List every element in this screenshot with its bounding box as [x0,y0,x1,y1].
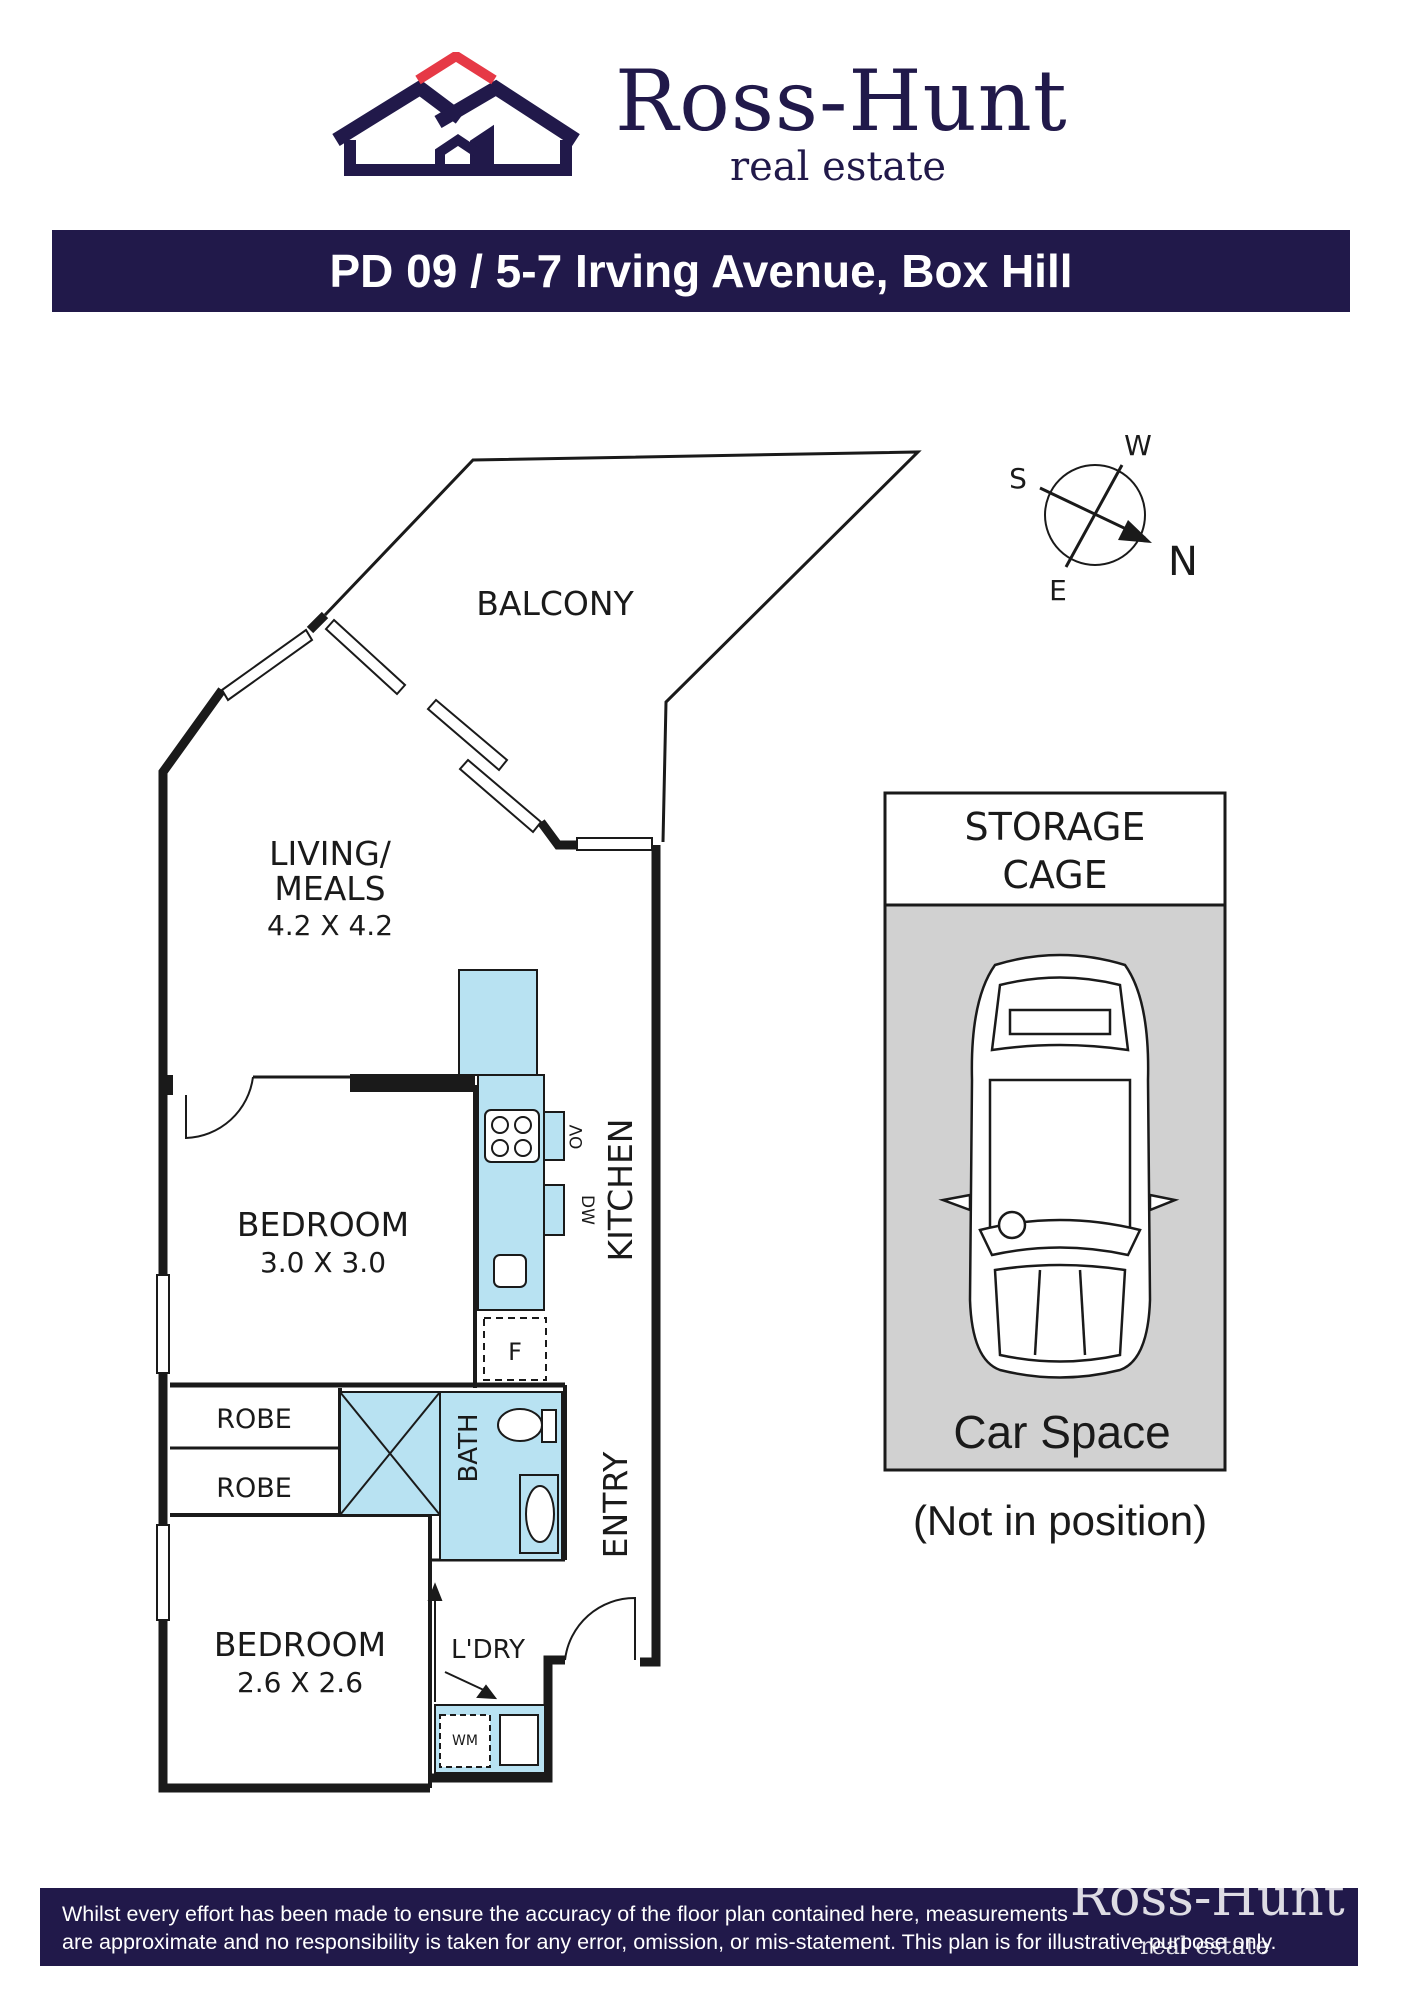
disclaimer-line1: Whilst every effort has been made to ens… [62,1902,1068,1926]
balcony-outline [323,450,922,843]
brand-name: Ross-Hunt [615,52,1068,150]
brand-tagline: real estate [730,144,947,190]
sink-icon [493,1254,527,1288]
compass-east: E [1049,574,1067,607]
compass-icon: N S E W [1009,429,1198,607]
laundry-fixtures [427,1582,546,1774]
cooktop-icon [484,1109,540,1163]
windows [156,628,653,1621]
not-in-position-note: (Not in position) [913,1497,1207,1544]
fridge-space [483,1317,547,1381]
interior-walls [167,1074,567,1788]
entry-label: ENTRY [596,1451,635,1559]
storage-label-line2: CAGE [1002,853,1107,897]
compass-south: S [1009,462,1027,495]
oven-icon [543,1111,565,1161]
balcony-label: BALCONY [476,584,634,623]
dishwasher-icon [543,1184,565,1236]
bedroom1-dimensions: 3.0 X 3.0 [260,1246,386,1279]
car-icon [938,953,1180,1379]
bath-fixtures [339,1391,563,1561]
car-space-label: Car Space [953,1406,1170,1458]
dishwasher-label: DW [577,1195,597,1225]
living-label-line2: MEALS [274,869,385,908]
watermark-tagline: real estate [1140,1932,1270,1960]
disclaimer-footer: Whilst every effort has been made to ens… [40,1888,1358,1966]
bedroom1-label: BEDROOM [237,1205,409,1244]
bath-label: BATH [454,1413,484,1482]
kitchen-fixtures [458,969,565,1381]
bedroom2-dimensions: 2.6 X 2.6 [237,1666,363,1699]
address-title: PD 09 / 5-7 Irving Avenue, Box Hill [329,245,1073,297]
laundry-tub-icon [499,1714,539,1766]
compass-west: W [1124,429,1152,462]
robe1-label: ROBE [216,1404,292,1435]
kitchen-label: KITCHEN [601,1119,640,1262]
toilet-icon [497,1408,543,1442]
brand-logo: Ross-Hunt real estate [330,52,1090,202]
living-label-line1: LIVING/ [269,834,392,873]
wm-label: WM [452,1733,478,1749]
sliding-doors [324,618,543,834]
robe2-label: ROBE [216,1473,292,1504]
oven-label: OV [567,1124,587,1149]
fridge-label: F [508,1338,522,1366]
bedroom-door-swing [185,1076,254,1140]
address-banner: PD 09 / 5-7 Irving Avenue, Box Hill [52,230,1350,312]
watermark-name: Ross-Hunt [1070,1868,1345,1928]
compass-north: N [1168,539,1198,585]
disclaimer-line2: are approximate and no responsibility is… [62,1930,1277,1954]
house-logo-icon [332,52,580,176]
storage-label-line1: STORAGE [965,805,1146,849]
washing-machine-space [439,1714,491,1768]
laundry-label: L'DRY [451,1635,525,1665]
living-dimensions: 4.2 X 4.2 [267,909,393,942]
entry-door-swing [564,1596,636,1661]
bedroom2-label: BEDROOM [214,1625,386,1664]
